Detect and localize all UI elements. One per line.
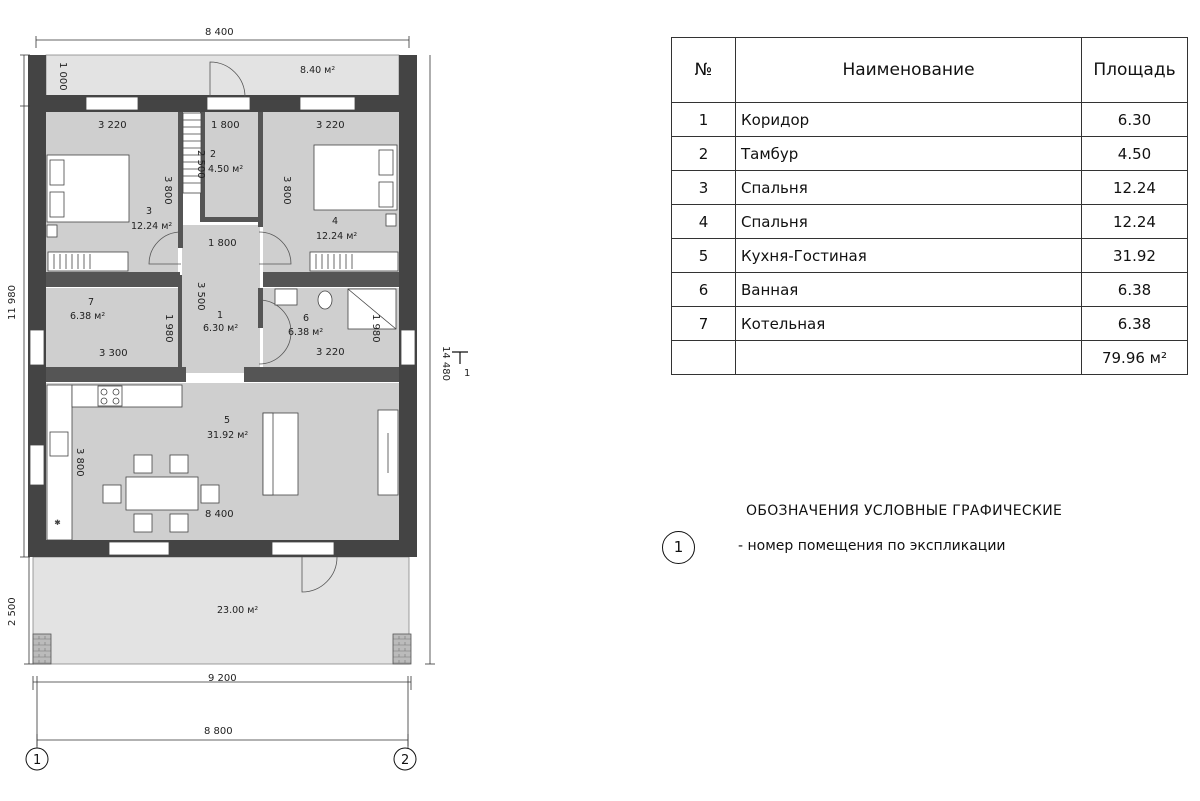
svg-text:3 300: 3 300 (99, 348, 128, 359)
svg-text:2 500: 2 500 (195, 150, 206, 179)
bottom-terrace (32, 556, 410, 665)
table-header-row: № Наименование Площадь (671, 37, 1188, 103)
outer-dimension-labels: 8 400 1 000 11 980 14 480 2 500 9 200 8 … (7, 27, 451, 737)
dim-bottom-porch: 2 500 (7, 597, 18, 626)
table-row: 2 Тамбур 4.50 (671, 136, 1188, 171)
table-total-row: 79.96 м² (671, 340, 1188, 375)
top-porch (45, 54, 400, 98)
room-3-area: 12.24 м² (131, 221, 172, 232)
room-1-area: 6.30 м² (203, 323, 238, 334)
section-mark-label: 1 (464, 368, 470, 379)
svg-text:8 400: 8 400 (205, 509, 234, 520)
room-1-num: 1 (217, 310, 223, 321)
room-7-num: 7 (88, 297, 94, 308)
legend-description: - номер помещения по экспликации (738, 538, 1006, 554)
dim-bottom-inner: 9 200 (208, 673, 237, 684)
room-labels: 2 4.50 м² 3 12.24 м² 4 12.24 м² 1 6.30 м… (70, 65, 357, 616)
room-4-num: 4 (332, 216, 338, 227)
windows (29, 96, 416, 556)
svg-text:3 800: 3 800 (281, 176, 292, 205)
room-3-num: 3 (146, 206, 152, 217)
svg-text:3 500: 3 500 (195, 282, 206, 311)
stairs (182, 112, 202, 194)
tv-icon (377, 409, 399, 496)
dim-right-height: 14 480 (440, 346, 451, 381)
svg-text:1 980: 1 980 (370, 314, 381, 343)
room-6-num: 6 (303, 313, 309, 324)
interior-walls (46, 112, 399, 382)
doors (148, 61, 338, 593)
bathroom-fixtures (274, 288, 397, 330)
bed-room4-icon (313, 144, 398, 227)
sofa-icon (262, 412, 299, 496)
dimension-lines (20, 36, 435, 749)
room-4-area: 12.24 м² (316, 231, 357, 242)
dim-top-width: 8 400 (205, 27, 234, 38)
svg-text:1 800: 1 800 (211, 120, 240, 131)
table-row: 7 Котельная 6.38 (671, 306, 1188, 341)
dim-bottom-outer: 8 800 (204, 726, 233, 737)
axis-markers: 1 2 (25, 747, 417, 771)
legend-room-number-symbol: 1 (662, 531, 695, 564)
table-row: 4 Спальня 12.24 (671, 204, 1188, 239)
room-explication-table: № Наименование Площадь 1 Коридор 6.30 2 … (671, 37, 1188, 375)
room-6-area: 6.38 м² (288, 327, 323, 338)
room-2-area: 4.50 м² (208, 164, 243, 175)
header-area: Площадь (1081, 37, 1188, 103)
axis-2: 2 (401, 753, 409, 768)
table-row: 5 Кухня-Гостиная 31.92 (671, 238, 1188, 273)
svg-text:3 800: 3 800 (162, 176, 173, 205)
bed-room3-icon (46, 154, 130, 238)
floor-plan: * 2 4.50 м² 3 12.24 м² 4 12.24 м² 1 6.30… (7, 27, 470, 771)
svg-text:1 800: 1 800 (208, 238, 237, 249)
legend-title: ОБОЗНАЧЕНИЯ УСЛОВНЫЕ ГРАФИЧЕСКИЕ (746, 503, 1063, 519)
header-num: № (671, 37, 736, 103)
table-row: 1 Коридор 6.30 (671, 102, 1188, 137)
header-name: Наименование (735, 37, 1082, 103)
axis-1: 1 (33, 753, 41, 768)
kitchen-set: * (46, 384, 183, 541)
top-porch-area: 8.40 м² (300, 65, 335, 76)
room-2-num: 2 (210, 149, 216, 160)
svg-text:1 980: 1 980 (163, 314, 174, 343)
svg-text:*: * (55, 519, 60, 530)
section-mark (452, 351, 468, 364)
terrace-columns (32, 633, 412, 665)
room-7-area: 6.38 м² (70, 311, 105, 322)
room-5-area: 31.92 м² (207, 430, 248, 441)
total-area: 79.96 м² (1081, 340, 1188, 375)
wardrobes (47, 251, 399, 272)
terrace-area: 23.00 м² (217, 605, 258, 616)
svg-text:3 800: 3 800 (74, 448, 85, 477)
table-row: 3 Спальня 12.24 (671, 170, 1188, 205)
room-5-num: 5 (224, 415, 230, 426)
svg-text:3 220: 3 220 (316, 120, 345, 131)
dining-table-icon (102, 454, 220, 533)
room-dimensions: 3 220 1 800 3 220 1 800 3 300 3 220 8 40… (74, 120, 381, 520)
svg-text:3 220: 3 220 (98, 120, 127, 131)
svg-text:3 220: 3 220 (316, 347, 345, 358)
table-row: 6 Ванная 6.38 (671, 272, 1188, 307)
dim-top-porch: 1 000 (57, 62, 68, 91)
dim-left-height: 11 980 (7, 285, 18, 320)
